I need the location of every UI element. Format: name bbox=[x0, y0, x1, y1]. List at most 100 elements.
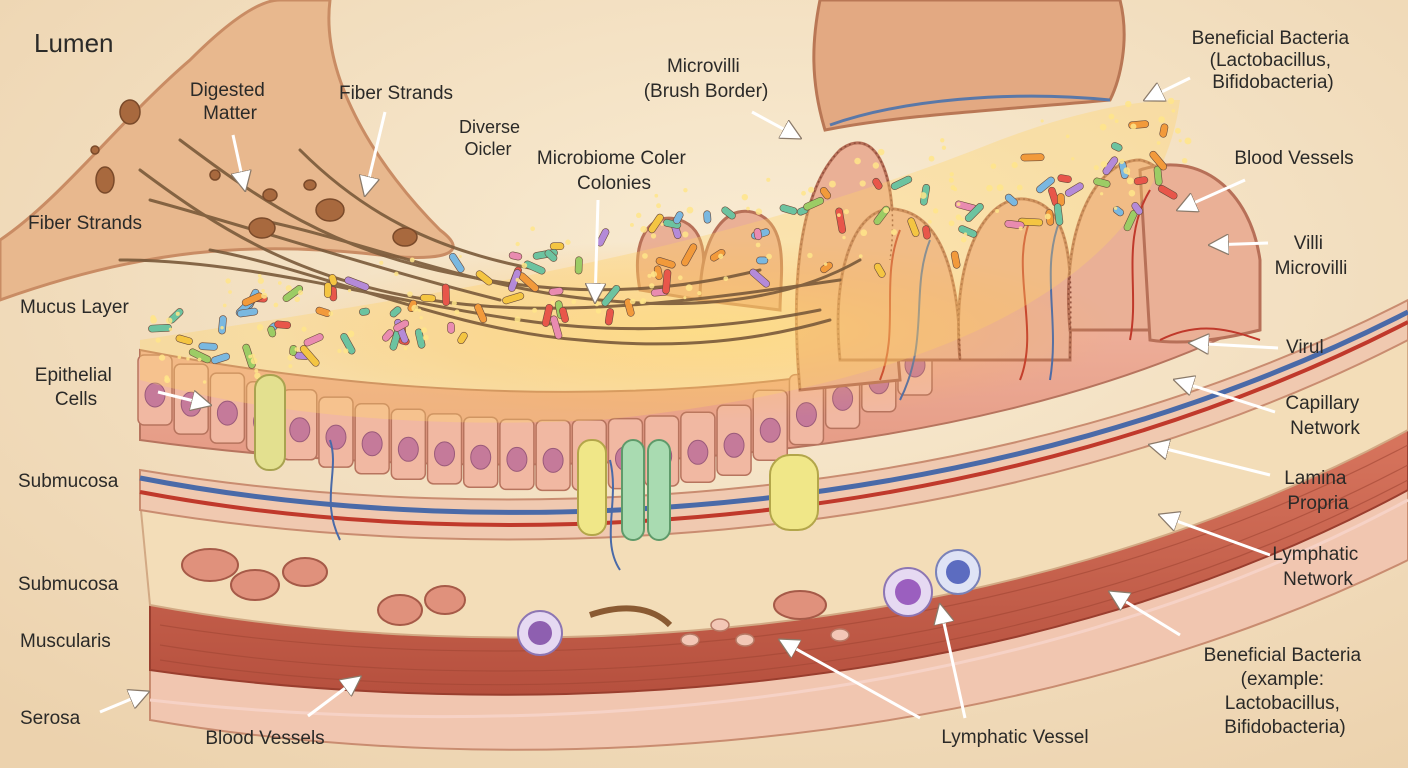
mucus-dot bbox=[948, 177, 954, 183]
mucus-dot bbox=[996, 184, 1004, 192]
mucus-dot bbox=[285, 285, 292, 292]
label-beneficial-bottom: Beneficial Bacteria (example: Lactobacil… bbox=[1204, 645, 1367, 738]
mucus-dot bbox=[1113, 206, 1118, 210]
cell-nucleus bbox=[506, 446, 528, 472]
bacterium bbox=[218, 315, 227, 335]
mucus-dot bbox=[842, 235, 846, 240]
cell-nucleus bbox=[144, 382, 166, 408]
label-fiber-strands-top: Fiber Strands bbox=[339, 83, 453, 104]
mucus-dot bbox=[458, 255, 462, 259]
mucus-dot bbox=[718, 253, 724, 259]
bacterium bbox=[648, 213, 664, 234]
bacterium bbox=[703, 210, 712, 224]
arrow-digested-matter bbox=[233, 134, 245, 190]
bacterium bbox=[819, 187, 832, 200]
mucus-glow bbox=[280, 240, 1120, 420]
mucus-dot bbox=[755, 208, 763, 215]
label-villi: Villi Microvilli bbox=[1275, 233, 1348, 279]
mucus-dot bbox=[766, 177, 771, 182]
bacterium bbox=[344, 276, 370, 291]
digested-matter bbox=[90, 99, 418, 247]
bacterium bbox=[601, 284, 621, 307]
cell-nucleus bbox=[216, 400, 238, 426]
mucus-dot bbox=[1071, 157, 1075, 161]
bacterium bbox=[502, 292, 525, 305]
lumen-fold-left bbox=[0, 0, 455, 302]
mucus-dot bbox=[1181, 157, 1188, 164]
mucus-dot bbox=[837, 213, 841, 218]
mucus-dot bbox=[379, 260, 384, 265]
mucus-dot bbox=[168, 327, 173, 332]
label-serosa: Serosa bbox=[20, 708, 81, 729]
label-lumen: Lumen bbox=[34, 28, 114, 58]
cell-nucleus bbox=[542, 447, 564, 473]
bacterium bbox=[1057, 174, 1072, 183]
mucus-dot bbox=[550, 300, 555, 305]
bacterium bbox=[274, 320, 292, 329]
mucus-dot bbox=[948, 220, 955, 227]
mucus-dot bbox=[823, 262, 828, 266]
mucus-dot bbox=[960, 237, 967, 243]
cell-nucleus bbox=[723, 432, 745, 458]
mucus-dot bbox=[254, 372, 261, 380]
mucus-dot bbox=[343, 348, 349, 354]
main-artery bbox=[139, 320, 1408, 527]
mucus-dot bbox=[808, 186, 815, 193]
mucus-dot bbox=[1174, 127, 1181, 134]
label-lymphatic-vessel: Lymphatic Vessel bbox=[941, 727, 1088, 748]
mucus-dot bbox=[294, 296, 301, 303]
mucus-dot bbox=[222, 303, 227, 308]
mucus-dot bbox=[629, 222, 634, 227]
bacterium bbox=[1102, 156, 1119, 176]
cell-nucleus bbox=[361, 431, 383, 457]
label-blood-vessels-right: Blood Vessels bbox=[1234, 148, 1353, 169]
bacterium bbox=[382, 329, 394, 342]
mucus-dot bbox=[807, 252, 813, 259]
bacterium bbox=[475, 270, 493, 286]
bacterium bbox=[548, 287, 564, 296]
bacterium bbox=[303, 333, 324, 347]
bacterium bbox=[299, 345, 320, 367]
arrow-villi bbox=[1210, 243, 1269, 245]
mucus-dot bbox=[225, 278, 231, 284]
mucus-dot bbox=[257, 273, 262, 278]
label-microbiome: Microbiome Coler Colonies bbox=[537, 148, 691, 194]
mucus-dot bbox=[919, 192, 927, 199]
mucus-dot bbox=[755, 242, 761, 248]
mucus-dot bbox=[422, 334, 429, 341]
mucus-dot bbox=[202, 380, 207, 384]
mucus-dot bbox=[165, 317, 173, 324]
bacterium bbox=[328, 274, 338, 286]
bacterium bbox=[340, 333, 356, 355]
bacterium bbox=[681, 243, 698, 267]
pointer-arrows bbox=[99, 76, 1279, 720]
cell-nucleus bbox=[180, 391, 202, 417]
mucus-dot bbox=[872, 162, 880, 169]
arrow-beneficial-top bbox=[1145, 76, 1191, 100]
arrow-virul bbox=[1190, 343, 1279, 348]
serosa-line bbox=[149, 498, 1408, 719]
mucus-dot bbox=[1065, 134, 1070, 139]
mucus-dot bbox=[642, 253, 648, 259]
arrow-lymphatic-vessel-2 bbox=[940, 605, 967, 719]
microbiome-colonies bbox=[148, 120, 1178, 369]
goblet-cells bbox=[254, 374, 819, 541]
mucus-dot bbox=[347, 330, 355, 338]
arrow-blood-vessels-right bbox=[1178, 178, 1246, 210]
mucus-dot bbox=[660, 222, 664, 226]
small-cells bbox=[680, 618, 850, 647]
mucus-dot bbox=[927, 219, 932, 224]
label-virul: Virul bbox=[1286, 337, 1324, 358]
cell-nucleus bbox=[434, 441, 456, 467]
bacterium bbox=[198, 342, 218, 351]
mucus-dot bbox=[288, 364, 293, 369]
mucus-dot bbox=[1016, 184, 1023, 191]
bacterium bbox=[1111, 142, 1123, 152]
mucus-dot bbox=[297, 290, 304, 296]
mucus-dot bbox=[1108, 113, 1115, 120]
mucus-dot bbox=[1119, 158, 1125, 165]
mucus-dot bbox=[986, 184, 993, 192]
label-capillary: Capillary Network bbox=[1285, 393, 1364, 439]
label-submucosa-2: Submucosa bbox=[18, 574, 119, 595]
